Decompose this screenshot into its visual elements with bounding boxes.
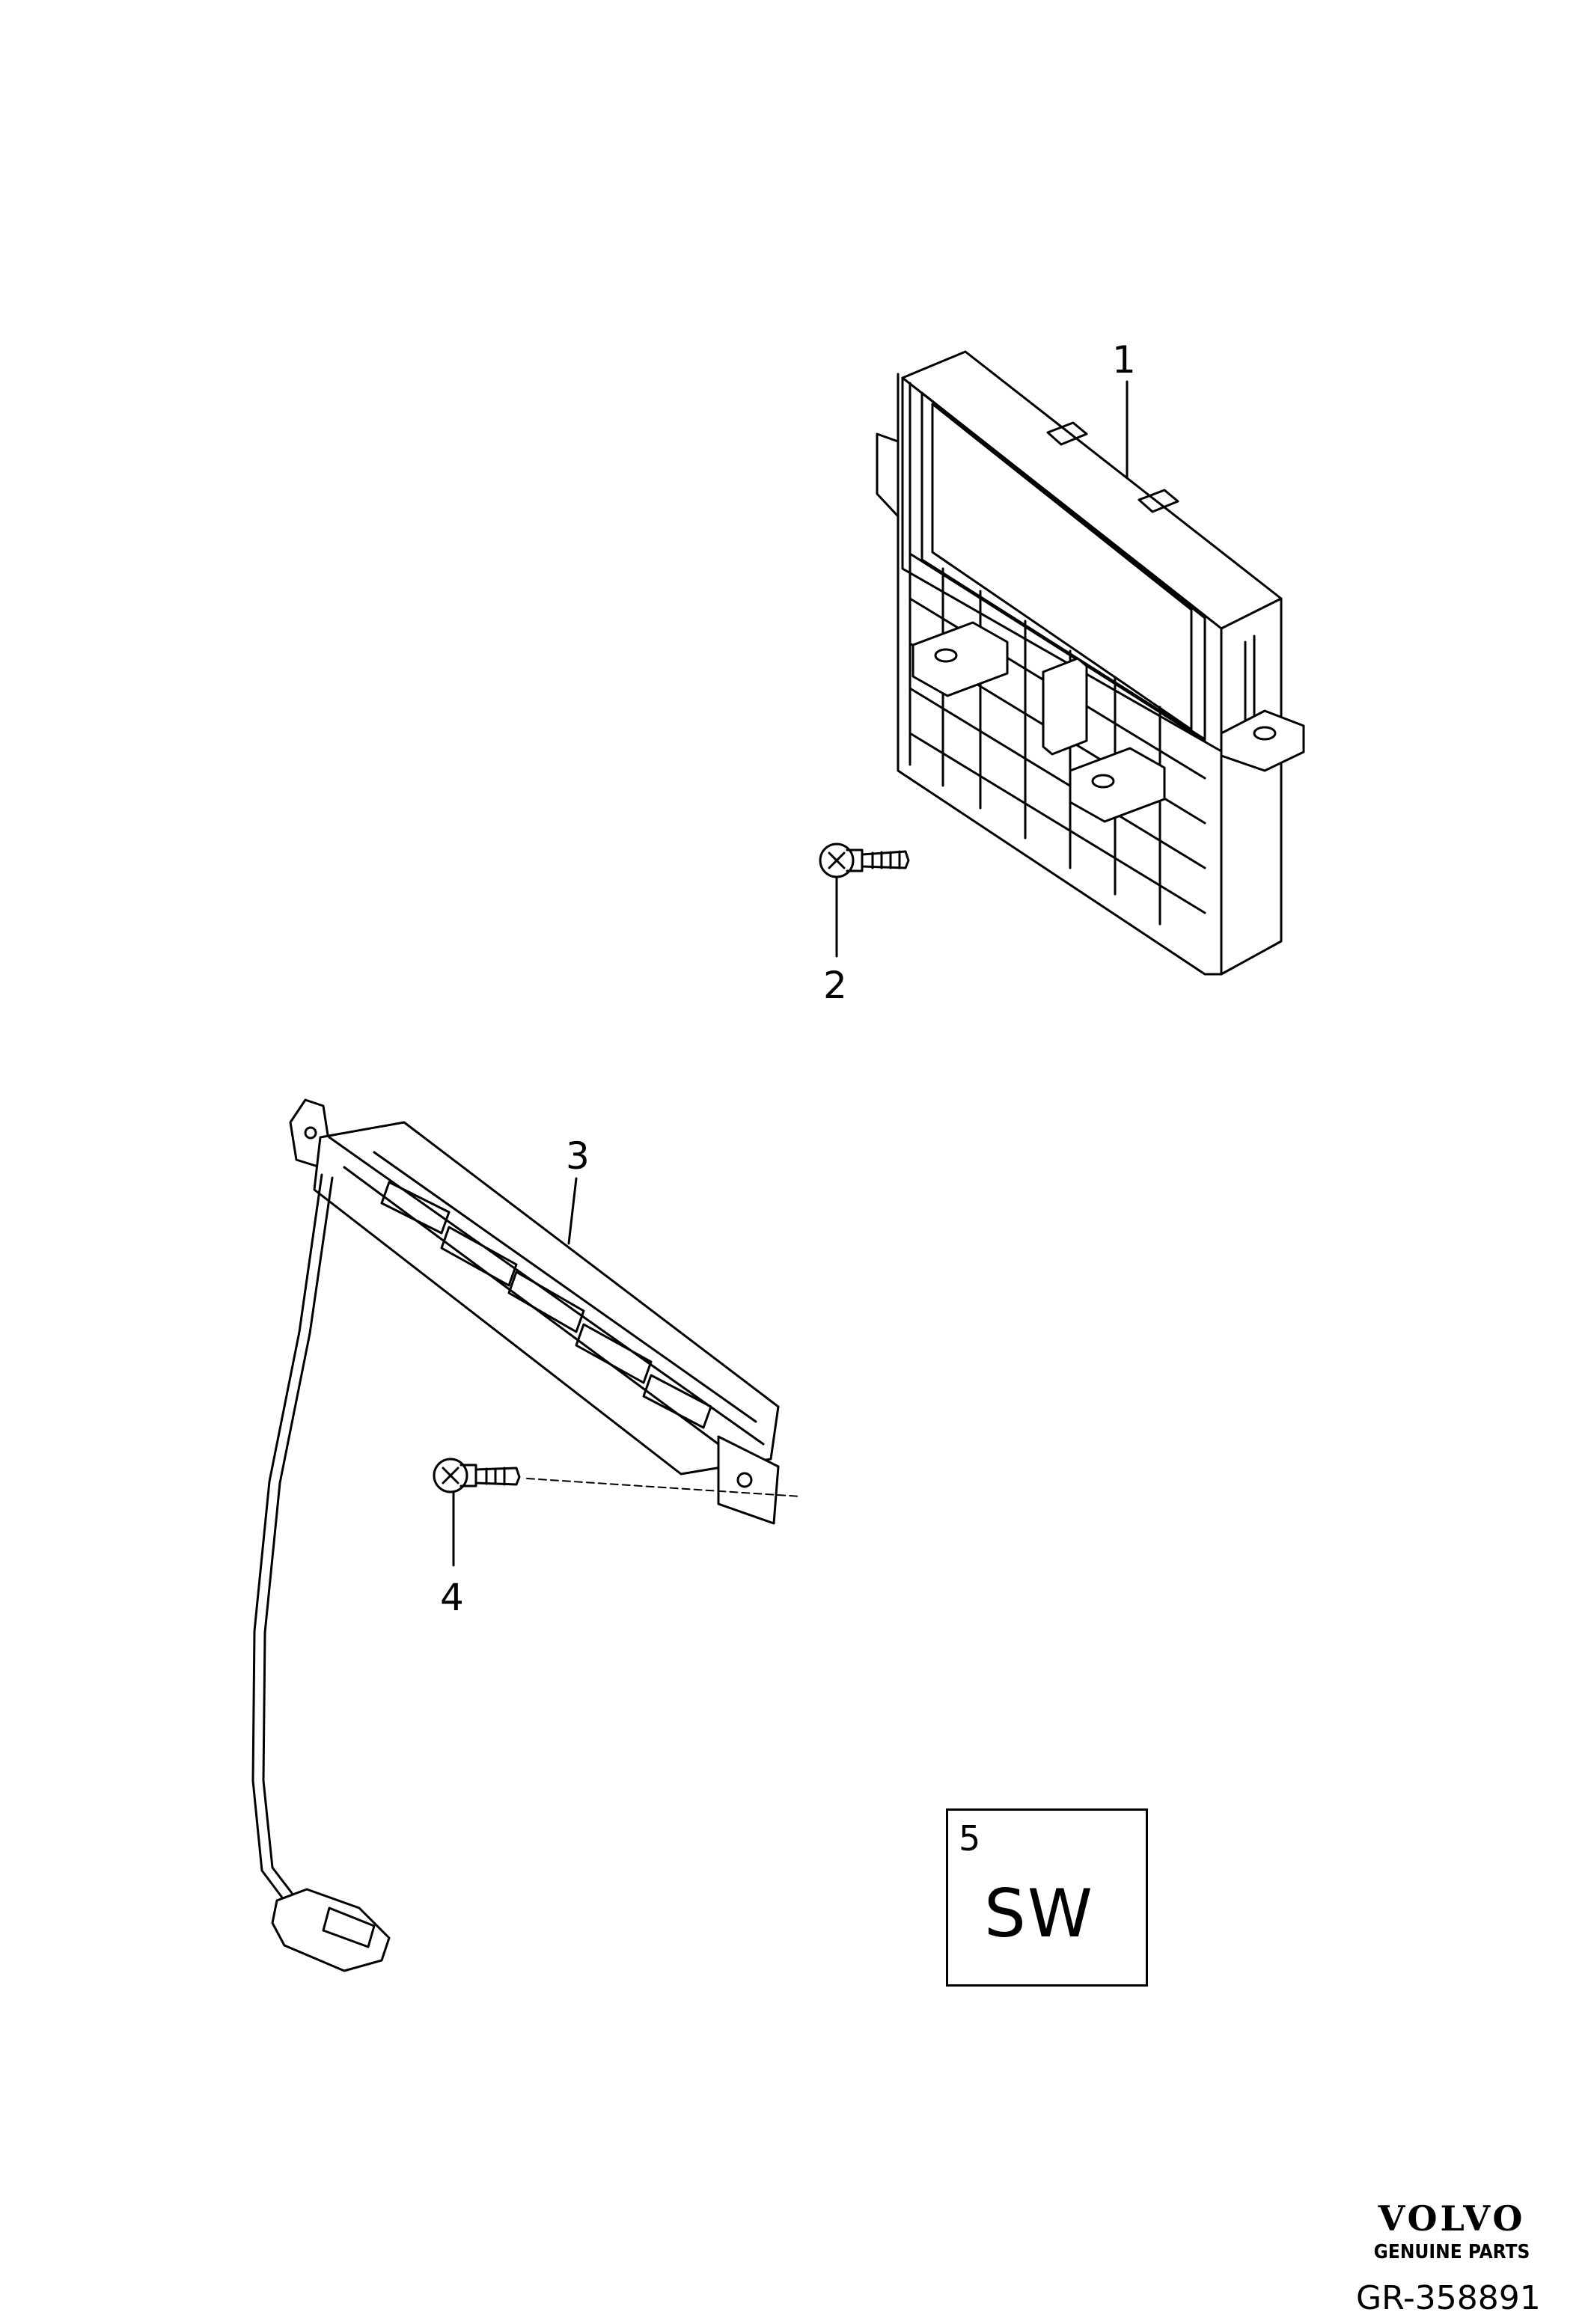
software-box-label: SW <box>984 1875 1094 1952</box>
diagram-reference-code: GR-358891 <box>1356 2279 1541 2317</box>
control-module-part-1 <box>876 350 1305 976</box>
screw-part-4 <box>433 1458 801 1567</box>
callout-1: 1 <box>1112 338 1136 382</box>
callout-2: 2 <box>823 964 847 1007</box>
screw-part-2 <box>819 843 910 958</box>
genuine-parts-label: GENUINE PARTS <box>1373 2241 1530 2263</box>
volvo-logo: VOLVO <box>1378 2198 1526 2239</box>
software-box: 5 SW <box>946 1808 1148 1987</box>
software-box-number: 5 <box>959 1818 981 1859</box>
switch-panel-part-3 <box>251 1098 780 1972</box>
callout-4: 4 <box>440 1576 464 1619</box>
callout-3: 3 <box>566 1134 590 1178</box>
